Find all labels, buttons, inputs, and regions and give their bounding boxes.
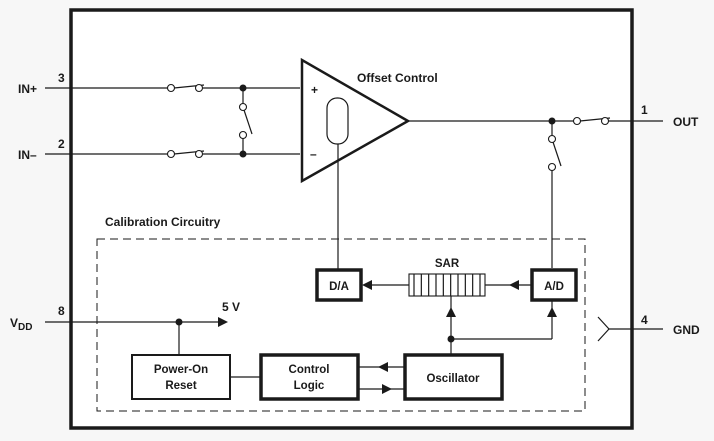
ad-block: A/D — [530, 268, 578, 302]
gnd-pin: 4 GND — [597, 313, 700, 342]
control-logic-block: Control Logic — [259, 353, 360, 401]
output-sense-switch — [547, 121, 562, 268]
op-amp: + – Offset Control — [300, 57, 438, 184]
in-minus-pin: IN– 2 — [18, 137, 170, 162]
sar-block: SAR — [408, 258, 486, 297]
offset-control-element — [326, 97, 349, 145]
input-short-switch — [238, 84, 253, 158]
oscillator-label: Oscillator — [426, 373, 480, 385]
control-logic-line1: Control — [289, 364, 330, 376]
vdd-label: VDD — [10, 316, 32, 333]
arrow-sar-to-da — [362, 280, 372, 290]
calibration-label: Calibration Circuitry — [105, 215, 221, 229]
minus-sign: – — [310, 147, 317, 161]
arrow-control-to-osc — [382, 384, 392, 394]
out-pin: 1 OUT — [408, 103, 699, 129]
arrow-osc-to-sar — [446, 307, 456, 317]
sar-label: SAR — [435, 258, 460, 270]
offset-control-label: Offset Control — [357, 71, 438, 85]
out-number: 1 — [641, 103, 648, 117]
oscillator-block: Oscillator — [403, 353, 504, 401]
da-block: D/A — [315, 268, 363, 302]
in-minus-label: IN– — [18, 148, 37, 162]
in-plus-switch — [166, 83, 300, 93]
por-label-line2: Reset — [165, 380, 196, 392]
ad-label: A/D — [544, 281, 564, 293]
in-minus-switch — [166, 149, 300, 159]
arrow-ad-to-sar — [509, 280, 519, 290]
da-label: D/A — [329, 281, 349, 293]
vdd-pin: VDD 8 5 V — [10, 300, 240, 355]
vdd-number: 8 — [58, 304, 65, 318]
out-label: OUT — [673, 115, 699, 129]
por-label-line1: Power-On — [154, 364, 208, 376]
calibration-region — [96, 238, 586, 412]
arrow-osc-to-ad — [547, 307, 557, 317]
plus-sign: + — [311, 83, 318, 97]
power-on-reset-block: Power-On Reset — [131, 354, 231, 400]
arrow-osc-to-control — [378, 362, 388, 372]
arrow-5v — [218, 317, 228, 327]
gnd-number: 4 — [641, 313, 648, 327]
in-plus-label: IN+ — [18, 82, 37, 96]
in-plus-number: 3 — [58, 71, 65, 85]
control-logic-line2: Logic — [294, 380, 325, 392]
in-minus-number: 2 — [58, 137, 65, 151]
gnd-label: GND — [673, 323, 700, 337]
supply-label: 5 V — [222, 300, 240, 314]
in-plus-pin: IN+ 3 — [18, 71, 170, 96]
